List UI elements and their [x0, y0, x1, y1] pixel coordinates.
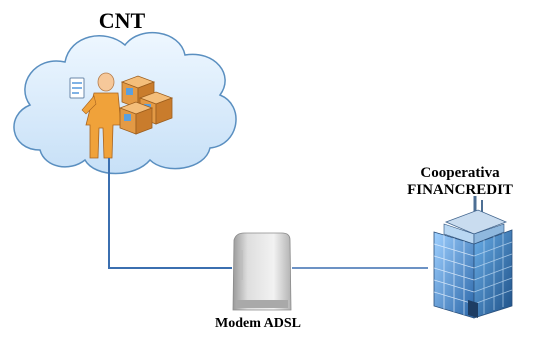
cooperative-label-line2: FINANCREDIT — [407, 182, 513, 198]
person-icon — [69, 72, 122, 159]
connection-lines — [108, 158, 428, 269]
modem-label: Modem ADSL — [215, 316, 301, 331]
modem-icon — [232, 232, 292, 311]
boxes-icon — [118, 75, 174, 135]
building-icon — [433, 196, 513, 319]
cooperative-label-line1: Cooperativa — [420, 165, 500, 181]
link-cnt-to-modem — [108, 158, 232, 269]
cnt-label: CNT — [98, 8, 146, 33]
